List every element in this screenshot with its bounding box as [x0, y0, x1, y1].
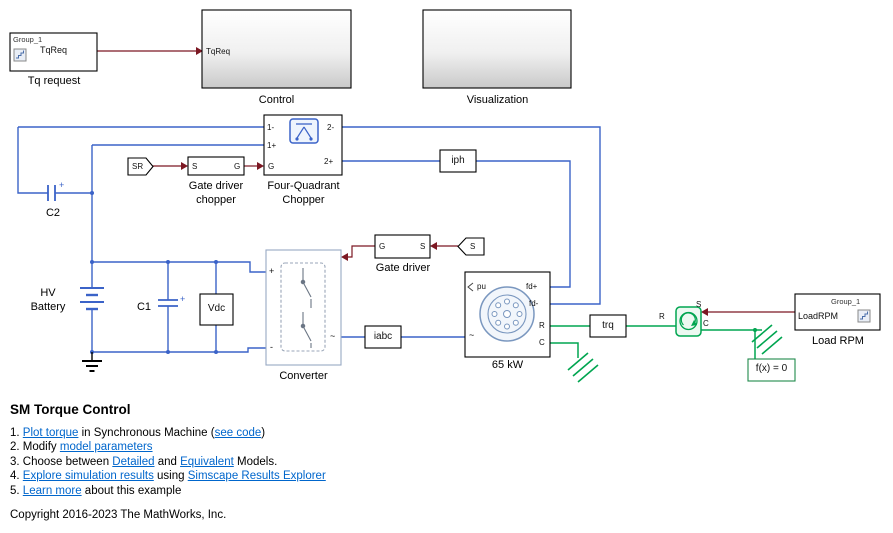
- gdc-caption-line2: chopper: [196, 194, 236, 206]
- note-item-4: 4. Explore simulation results using Sims…: [10, 469, 730, 483]
- converter-port-ac: ~: [330, 331, 336, 341]
- c1-polarity: +: [180, 294, 186, 304]
- source-port-c: C: [703, 319, 709, 328]
- machine-port-pu: pu: [477, 282, 486, 291]
- note-text: and: [154, 455, 181, 468]
- sr-tag-label: SR: [132, 162, 144, 171]
- link-equivalent[interactable]: Equivalent: [180, 455, 234, 468]
- gdc-port-g: G: [234, 162, 241, 171]
- model-title: SM Torque Control: [10, 402, 131, 417]
- note-text: 5.: [10, 484, 23, 497]
- c2-polarity: +: [59, 180, 65, 190]
- converter-caption: Converter: [279, 370, 328, 382]
- link-explore-simulation-results[interactable]: Explore simulation results: [22, 470, 154, 483]
- chopper-port-1plus: 1+: [267, 141, 277, 150]
- chopper-port-2minus: 2-: [327, 123, 335, 132]
- machine-port-fdminus: fd-: [529, 299, 539, 308]
- iph-label: iph: [451, 155, 465, 166]
- link-simscape-results-explorer[interactable]: Simscape Results Explorer: [187, 470, 326, 483]
- link-detailed[interactable]: Detailed: [112, 455, 155, 468]
- note-text: 4.: [10, 470, 23, 483]
- solver-label: f(x) = 0: [755, 363, 788, 374]
- source-port-s: S: [696, 300, 702, 309]
- note-text: in Synchronous Machine (: [78, 427, 215, 439]
- vdc-label: Vdc: [207, 303, 226, 314]
- chopper-caption-line1: Four-Quadrant: [267, 180, 340, 192]
- machine-caption: 65 kW: [491, 359, 524, 371]
- link-model-parameters[interactable]: model parameters: [59, 441, 153, 454]
- chopper-caption-line2: Chopper: [282, 194, 325, 206]
- note-text: about this example: [81, 484, 182, 497]
- load-rpm-group-label: Group_1: [831, 297, 861, 306]
- c1-label: C1: [136, 301, 152, 313]
- note-item-3: 3. Choose between Detailed and Equivalen…: [10, 455, 730, 469]
- note-text: Models.: [233, 455, 278, 468]
- battery-caption-line2: Battery: [30, 301, 66, 313]
- chopper-port-1minus: 1-: [267, 123, 275, 132]
- gate-driver-caption: Gate driver: [375, 262, 431, 274]
- note-text: 2. Modify: [10, 441, 60, 454]
- chopper-port-g: G: [268, 162, 275, 171]
- load-rpm-signal-label: LoadRPM: [798, 311, 839, 321]
- note-text: using: [153, 470, 188, 483]
- link-learn-more[interactable]: Learn more: [22, 484, 82, 497]
- tq-request-signal-label: TqReq: [40, 45, 68, 55]
- note-text: 1.: [10, 427, 23, 439]
- note-text: 3. Choose between: [10, 455, 113, 468]
- converter-port-minus: -: [270, 342, 273, 352]
- link-see-code[interactable]: see code: [214, 427, 262, 439]
- iabc-label: iabc: [373, 331, 393, 342]
- note-item-5: 5. Learn more about this example: [10, 484, 730, 498]
- machine-port-r: R: [539, 321, 545, 330]
- load-rpm-caption: Load RPM: [812, 335, 864, 347]
- gate-driver-port-s: S: [420, 242, 426, 251]
- note-text: ): [261, 427, 266, 439]
- machine-port-fdplus: fd+: [526, 282, 538, 291]
- gdc-caption-line1: Gate driver: [188, 180, 244, 192]
- machine-port-c: C: [539, 338, 545, 347]
- visualization-caption: Visualization: [466, 94, 529, 106]
- battery-caption-line1: HV: [40, 287, 56, 299]
- note-item-1: 1. Plot torque in Synchronous Machine (s…: [10, 426, 730, 440]
- gate-driver-port-g: G: [379, 242, 386, 251]
- converter-port-plus: +: [269, 266, 275, 276]
- description-panel: SM Torque Control 1. Plot torque in Sync…: [10, 402, 730, 521]
- trq-label: trq: [602, 320, 614, 331]
- copyright: Copyright 2016-2023 The MathWorks, Inc.: [10, 509, 227, 522]
- note-item-2: 2. Modify model parameters: [10, 440, 730, 454]
- machine-port-ac: ~: [469, 330, 475, 340]
- chopper-port-2plus: 2+: [324, 157, 334, 166]
- control-caption: Control: [258, 94, 295, 106]
- tq-request-caption: Tq request: [27, 75, 81, 87]
- s-tag-label: S: [470, 242, 476, 251]
- gdc-port-s: S: [192, 162, 198, 171]
- control-input-port-label: TqReq: [206, 47, 231, 56]
- source-port-r: R: [659, 312, 665, 321]
- tq-request-group-label: Group_1: [13, 35, 43, 44]
- link-plot-torque[interactable]: Plot torque: [22, 427, 79, 439]
- c2-label: C2: [45, 207, 61, 219]
